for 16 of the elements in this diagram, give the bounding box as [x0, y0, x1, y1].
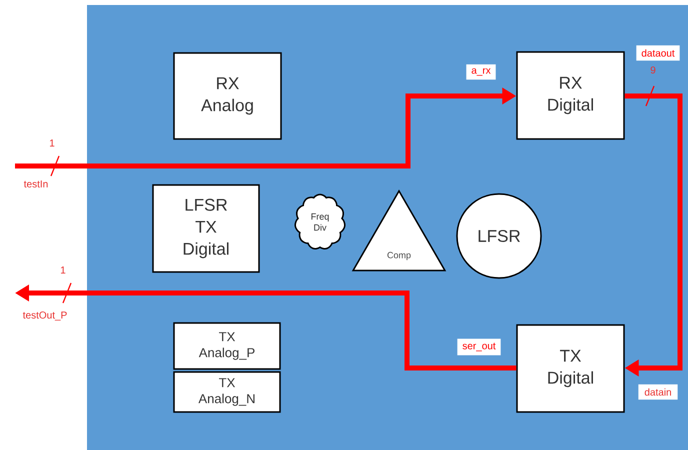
edge-label: ser_out: [457, 338, 501, 356]
signal-label: datain: [638, 384, 678, 400]
block-box: TX Analog_P: [173, 322, 281, 370]
edge-label: dataout: [636, 45, 680, 61]
block-box: LFSR TX Digital: [152, 184, 260, 273]
signal-label: testIn: [24, 180, 48, 188]
block-box: TX Digital: [516, 324, 625, 413]
signal-label: 1: [61, 266, 66, 274]
arrow: [624, 94, 682, 377]
block-box: TX Analog_N: [173, 371, 281, 413]
block-box: RX Digital: [516, 51, 625, 140]
signal-label: 1: [50, 140, 54, 146]
signal-label: testOut_P: [22, 312, 67, 320]
edge-label: a_rx: [466, 64, 496, 80]
signal-label: 9: [650, 66, 656, 74]
block-box: RX Analog: [173, 52, 282, 140]
